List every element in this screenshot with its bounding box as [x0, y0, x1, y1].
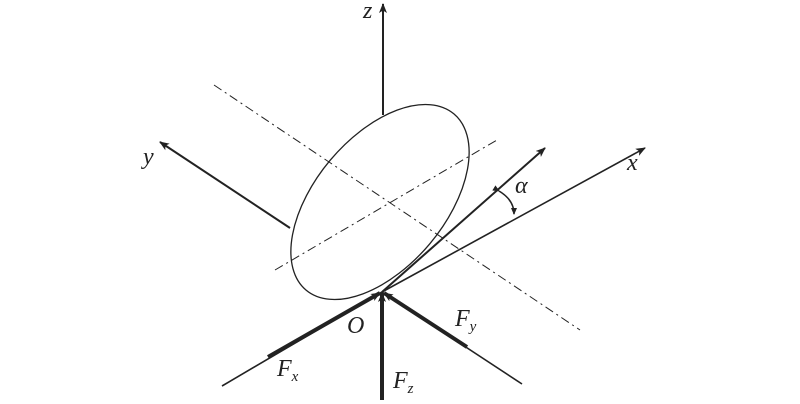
x-axis [381, 147, 646, 293]
inclined-axis [381, 147, 546, 293]
origin-label: O [347, 313, 364, 339]
fz-label: Fz [392, 368, 414, 397]
z-axis-label: z [362, 0, 373, 24]
centerline-2 [274, 139, 498, 271]
fx-force-arrow [267, 291, 381, 359]
fx-label: Fx [276, 356, 299, 385]
alpha-arc [492, 185, 517, 215]
y-axis [159, 141, 291, 229]
x-axis-label: x [626, 150, 638, 176]
alpha-label: α [515, 173, 528, 199]
y-axis-label: y [141, 144, 154, 170]
fy-force-arrow [382, 291, 469, 349]
fy-label: Fy [454, 306, 477, 335]
disk-ellipse [290, 103, 470, 301]
centerline-1 [213, 84, 581, 331]
